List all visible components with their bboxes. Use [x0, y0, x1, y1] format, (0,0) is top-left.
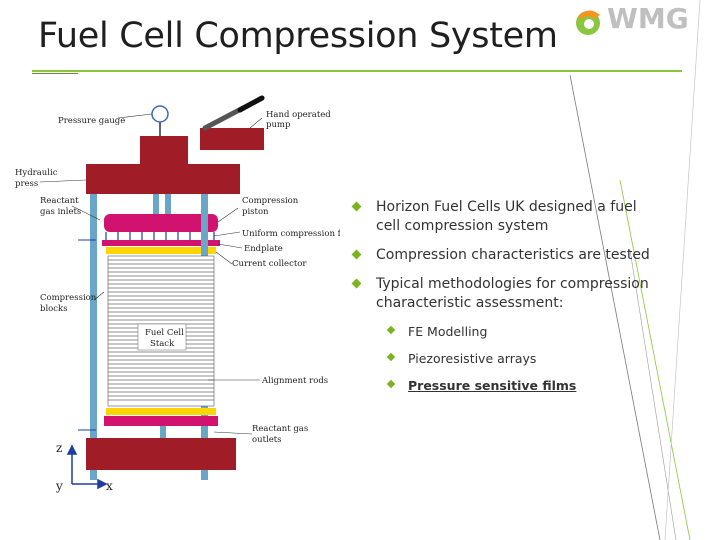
diamond-bullet-icon [351, 201, 362, 212]
label-uniform-force: Uniform compression force [242, 229, 340, 239]
label-compression-blocks-1: Compression [40, 293, 97, 303]
current-collector-bottom [106, 408, 216, 415]
bullet-item: Horizon Fuel Cells UK designed a fuel ce… [351, 198, 652, 236]
wmg-logo [576, 10, 600, 35]
axis-label-x: x [106, 479, 113, 493]
diamond-bullet-icon [386, 325, 396, 335]
sub-bullet-text: Piezoresistive arrays [408, 351, 537, 366]
axis-indicator [66, 444, 108, 490]
title-underline-accent [32, 73, 78, 74]
sub-bullet-list: FE Modelling Piezoresistive arrays Press… [376, 323, 652, 394]
label-hand-pump-2: pump [266, 120, 291, 130]
alignment-rod-left [90, 194, 97, 480]
sub-bullet-item: Piezoresistive arrays [376, 350, 652, 367]
label-fuel-cell-stack-2: Stack [150, 339, 175, 349]
compression-system-diagram: Pressure gauge Hand operated pump Hydrau… [15, 95, 340, 493]
label-hydraulic-press-1: Hydraulic [15, 168, 58, 178]
bullet-text: Horizon Fuel Cells UK designed a fuel ce… [376, 199, 637, 234]
diamond-bullet-icon [386, 379, 396, 389]
bullet-item: Typical methodologies for compression ch… [351, 275, 652, 394]
sub-bullet-item: FE Modelling [376, 323, 652, 340]
sub-bullet-link[interactable]: Pressure sensitive films [408, 378, 577, 393]
bullet-text: Compression characteristics are tested [376, 247, 650, 263]
bullet-list: Horizon Fuel Cells UK designed a fuel ce… [351, 198, 652, 404]
sub-bullet-text: FE Modelling [408, 324, 488, 339]
label-hydraulic-press-2: press [15, 179, 38, 189]
press-base [86, 438, 236, 470]
label-reactant-inlets-2: gas inlets [40, 207, 81, 217]
sub-bullet-item: Pressure sensitive films [376, 377, 652, 394]
current-collector-top [106, 247, 216, 254]
diamond-bullet-icon [351, 249, 362, 260]
diamond-bullet-icon [386, 352, 396, 362]
pressure-gauge-icon [151, 105, 169, 123]
diamond-bullet-icon [351, 278, 362, 289]
axis-label-z: z [56, 441, 62, 455]
bullet-text: Typical methodologies for compression ch… [376, 276, 649, 311]
label-endplate: Endplate [244, 244, 283, 254]
compression-piston [104, 214, 218, 232]
logo-text: WMG [607, 2, 689, 35]
label-reactant-outlets-2: outlets [252, 435, 282, 445]
slide-title: Fuel Cell Compression System [38, 16, 558, 56]
label-compression-piston-1: Compression [242, 196, 299, 206]
label-compression-blocks-2: blocks [40, 304, 68, 314]
endplate-bottom [104, 416, 218, 426]
label-reactant-outlets-1: Reactant gas [252, 424, 308, 434]
axis-label-y: y [55, 479, 63, 493]
label-alignment-rods: Alignment rods [261, 376, 328, 386]
label-fuel-cell-stack-1: Fuel Cell [145, 328, 184, 338]
label-hand-pump-1: Hand operated [266, 110, 331, 120]
label-pressure-gauge: Pressure gauge [58, 116, 125, 126]
label-compression-piston-2: piston [242, 207, 269, 217]
label-current-collector: Current collector [232, 259, 307, 269]
label-reactant-inlets-1: Reactant [40, 196, 79, 206]
press-head [140, 136, 188, 166]
hydraulic-press [86, 164, 240, 194]
logo-swirl-orange [578, 10, 600, 19]
uniform-force-arrows [105, 232, 215, 240]
title-underline [32, 70, 682, 72]
hand-pump [200, 128, 264, 150]
endplate-top [102, 240, 220, 246]
bullet-item: Compression characteristics are tested [351, 246, 652, 265]
